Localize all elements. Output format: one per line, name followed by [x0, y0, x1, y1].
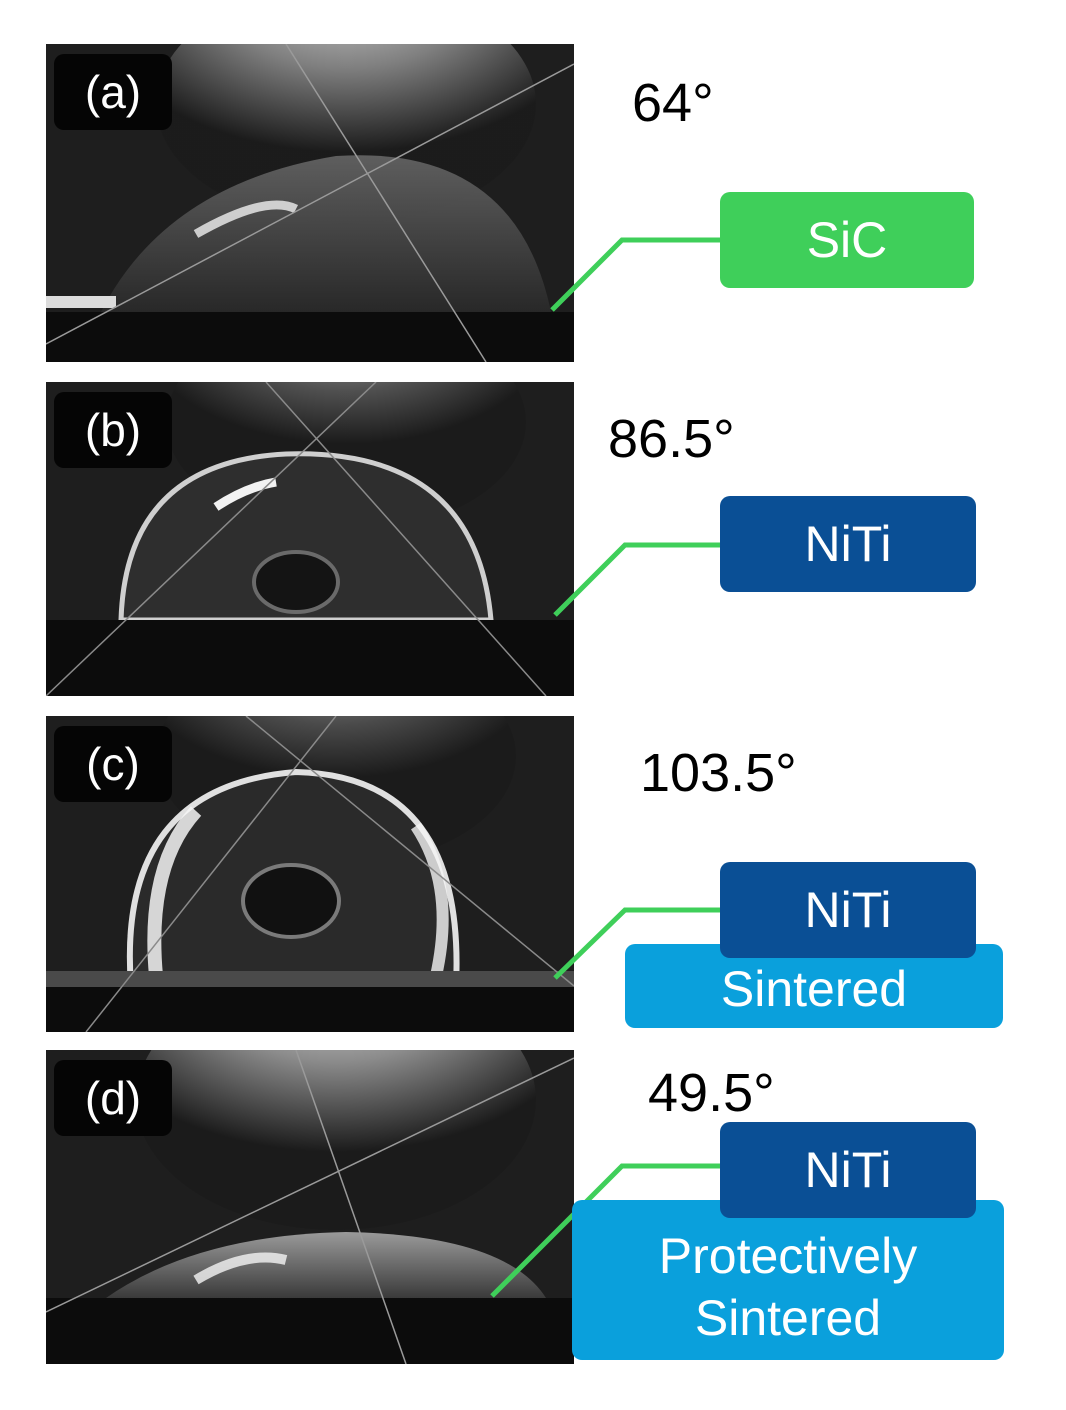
- photo-panel-d: (d): [46, 1050, 574, 1364]
- leader-line-a: [550, 237, 720, 312]
- panel-label: (a): [54, 54, 172, 130]
- material-box-niti-d: NiTi: [720, 1122, 976, 1218]
- treatment-box-c: Sintered: [625, 944, 1003, 1028]
- contact-angle-a: 64°: [632, 73, 714, 133]
- panel-label: (c): [54, 726, 172, 802]
- material-box-niti-b: NiTi: [720, 496, 976, 592]
- material-box-sic: SiC: [720, 192, 974, 288]
- panel-label: (d): [54, 1060, 172, 1136]
- contact-angle-c: 103.5°: [640, 743, 797, 803]
- leader-line-d: [490, 1163, 722, 1298]
- leader-line-c: [553, 907, 722, 980]
- treatment-box-d: Protectively Sintered: [572, 1200, 1004, 1360]
- leader-line-b: [553, 542, 722, 617]
- droplet-photo-b: [46, 382, 574, 696]
- contact-angle-d: 49.5°: [648, 1063, 775, 1123]
- photo-panel-b: (b): [46, 382, 574, 696]
- material-box-niti-c: NiTi: [720, 862, 976, 958]
- photo-panel-a: (a): [46, 44, 574, 362]
- contact-angle-b: 86.5°: [608, 409, 735, 469]
- treatment-label-d: Protectively Sintered: [658, 1227, 918, 1347]
- panel-label: (b): [54, 392, 172, 468]
- droplet-photo-c: [46, 716, 574, 1032]
- photo-panel-c: (c): [46, 716, 574, 1032]
- treatment-label-c: Sintered: [720, 960, 908, 1017]
